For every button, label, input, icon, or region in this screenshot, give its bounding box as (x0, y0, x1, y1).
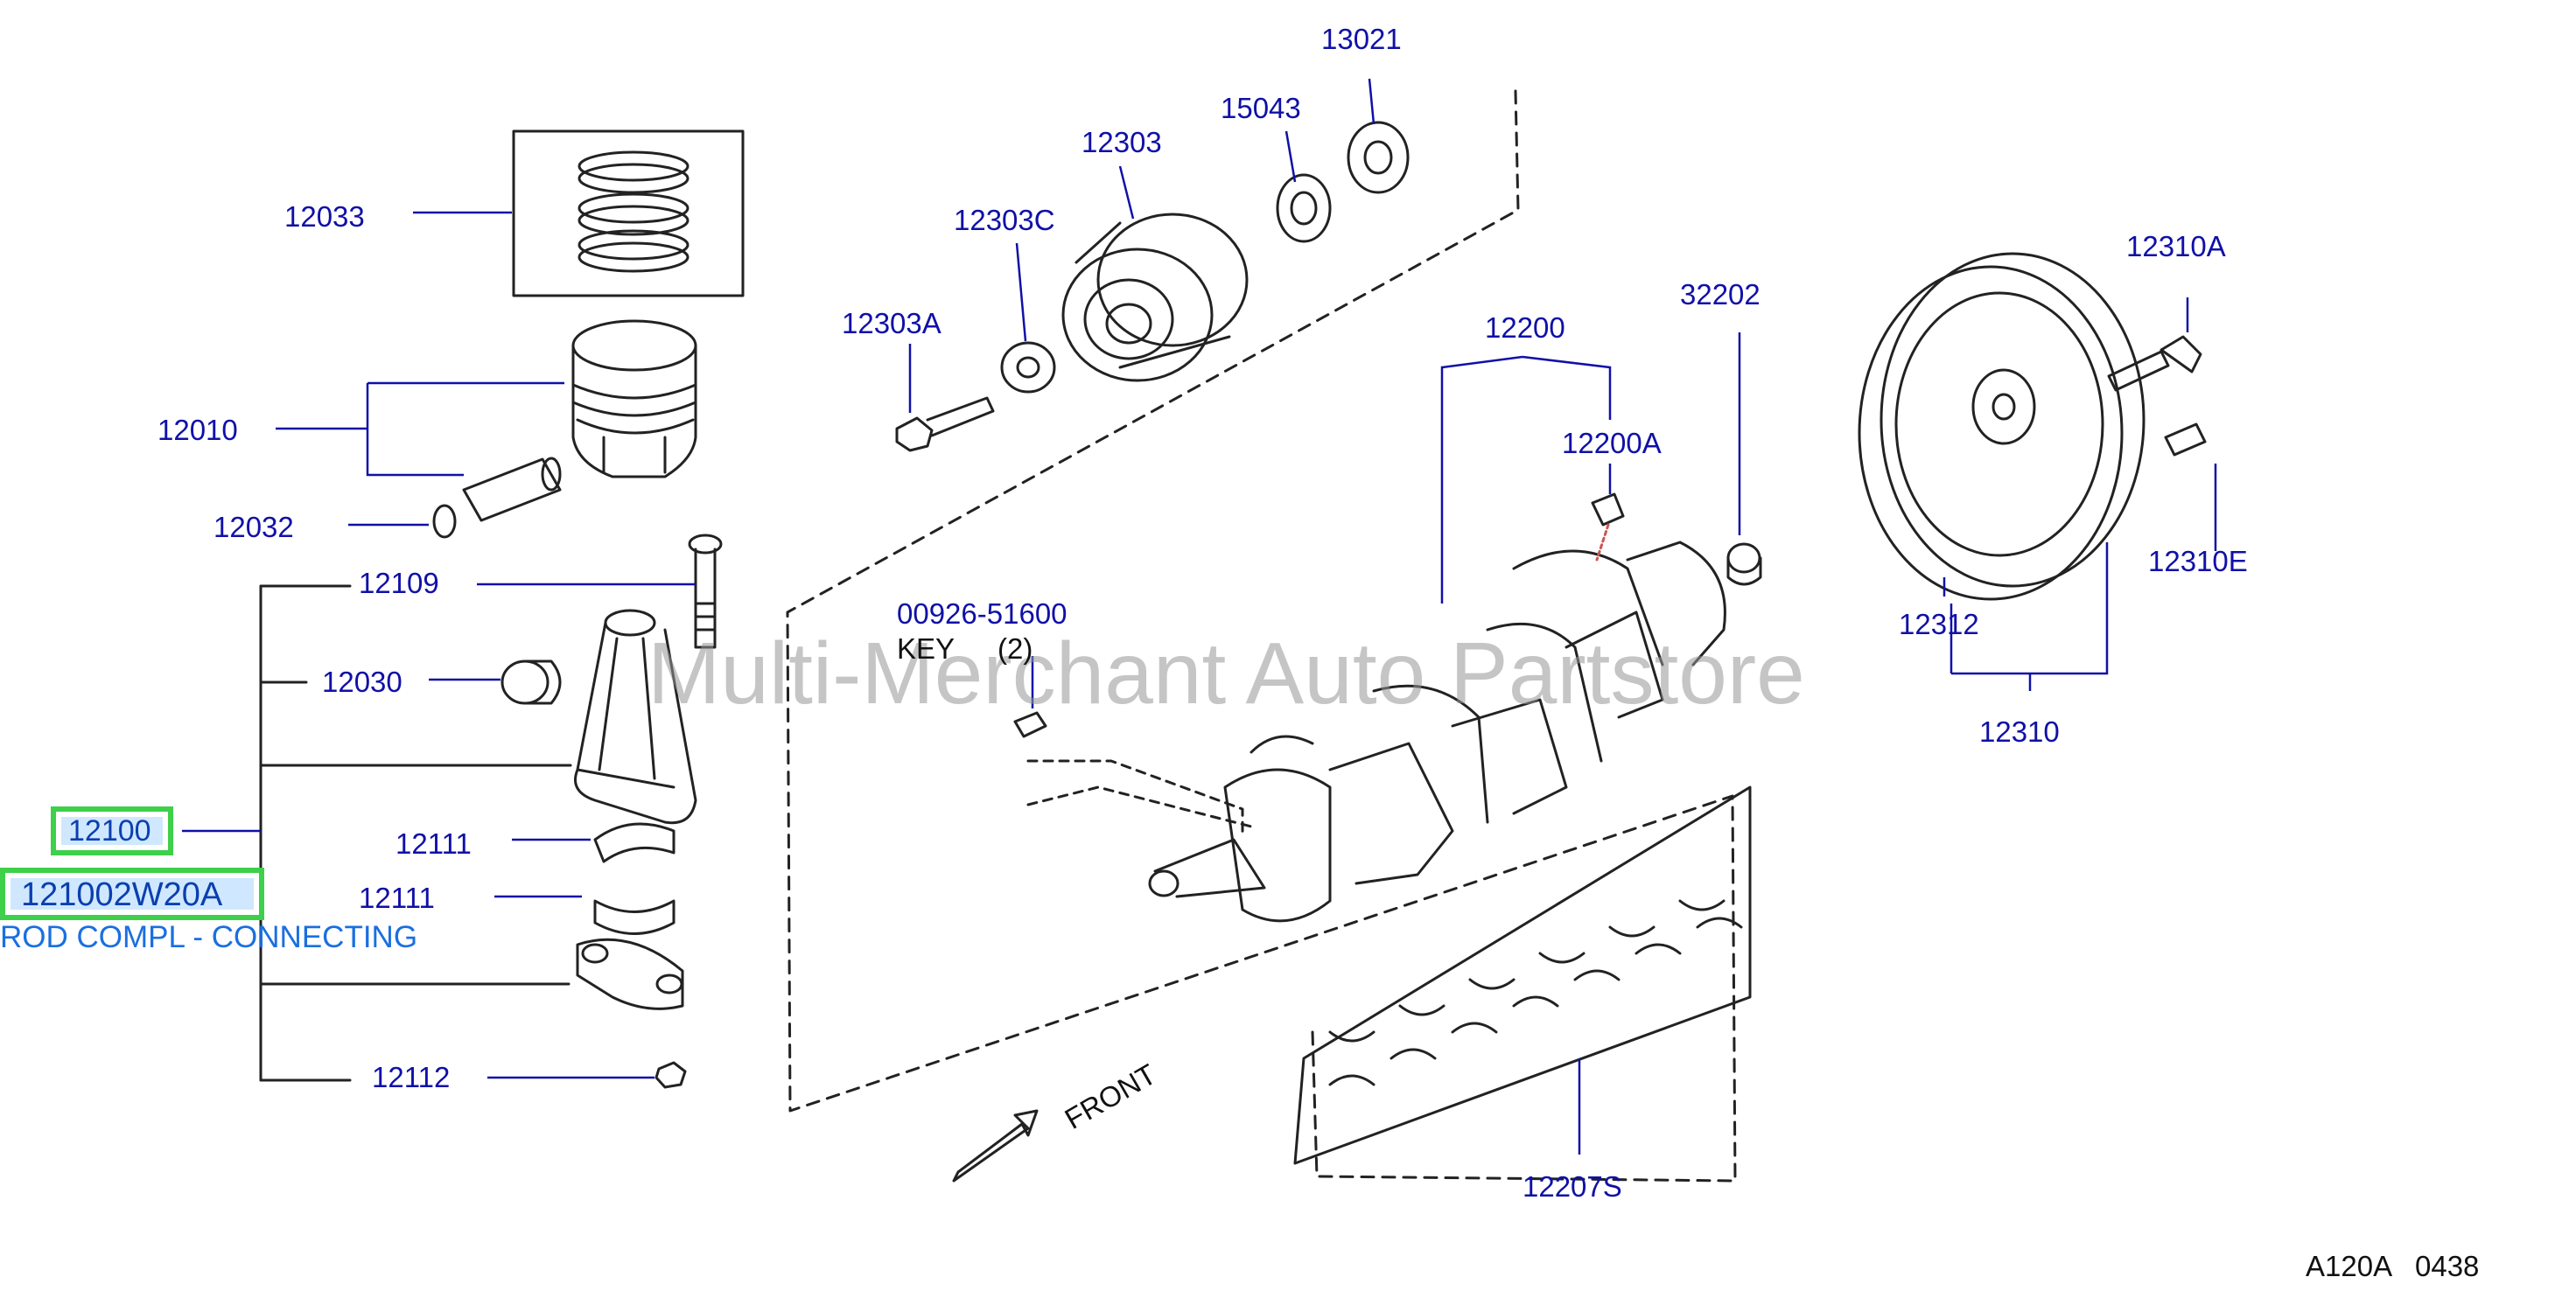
flywheel-bolt-drawing (2107, 335, 2202, 392)
callout-13021[interactable]: 13021 (1321, 23, 1402, 55)
front-arrow (952, 1109, 1039, 1183)
crankshaft-drawing (1148, 541, 1726, 923)
callout-12032[interactable]: 12032 (214, 511, 294, 543)
rod-bearing-upper (593, 822, 676, 863)
callout-12033[interactable]: 12033 (284, 200, 365, 233)
callout-12111-lower[interactable]: 12111 (359, 882, 435, 914)
callout-12310[interactable]: 12310 (1979, 715, 2060, 748)
main-bearing-box (1293, 785, 1752, 1165)
main-bearings-drawing (1328, 899, 1743, 1086)
highlight-fill (61, 817, 163, 845)
rod-bolt-drawing (688, 534, 723, 649)
dashed-frame (786, 89, 1737, 1183)
connecting-rod-drawing (574, 609, 697, 825)
dowel-drawing (2164, 422, 2207, 457)
callout-12303c[interactable]: 12303C (954, 204, 1055, 236)
pulley-bolt-drawing (895, 396, 995, 452)
callout-12112[interactable]: 12112 (372, 1061, 451, 1093)
piston-drawing (571, 319, 697, 478)
callout-12200a[interactable]: 12200A (1562, 427, 1662, 459)
flywheel-drawing (1858, 252, 2146, 601)
callout-32202[interactable]: 32202 (1680, 278, 1760, 311)
pilot-bushing-drawing (1726, 542, 1762, 586)
callout-12303[interactable]: 12303 (1082, 126, 1162, 158)
callout-12207s[interactable]: 12207S (1522, 1170, 1622, 1203)
key-drawing (1013, 711, 1047, 738)
plug-drawing (1591, 492, 1625, 527)
rod-nut-drawing (654, 1061, 687, 1089)
callout-12310a[interactable]: 12310A (2126, 230, 2226, 262)
rod-bearing-lower (593, 899, 676, 935)
key-quantity: (2) (998, 632, 1033, 665)
bushing-drawing (500, 659, 562, 705)
pulley-washer-drawing (1000, 341, 1056, 394)
sprocket-15043-drawing (1276, 173, 1332, 243)
callout-15043[interactable]: 15043 (1221, 92, 1301, 124)
rod-cap-drawing (576, 938, 684, 1010)
piston-rings-drawing (578, 150, 690, 273)
callout-12310e[interactable]: 12310E (2148, 545, 2248, 577)
callout-12111-upper[interactable]: 12111 (396, 827, 472, 860)
highlight-part-number[interactable]: 12100 (68, 814, 151, 848)
sprocket-13021-drawing (1347, 121, 1410, 194)
callout-12312[interactable]: 12312 (1899, 608, 1979, 640)
key-label: KEY (897, 632, 956, 665)
leader-lines (182, 78, 2217, 1155)
piston-ring-box (512, 129, 745, 297)
snap-ring-drawing (432, 504, 457, 539)
callout-12030[interactable]: 12030 (322, 666, 402, 698)
diagram-code: A120A (2306, 1250, 2393, 1282)
callout-00926-51600[interactable]: 00926-51600 (897, 597, 1068, 630)
callout-12303a[interactable]: 12303A (842, 307, 942, 339)
highlight-catalog-fill (10, 878, 254, 910)
callout-12109[interactable]: 12109 (359, 567, 439, 599)
piston-pin-drawing (462, 457, 562, 522)
highlight-part-number-box[interactable]: 12100 (51, 806, 173, 855)
highlight-description[interactable]: ROD COMPL - CONNECTING (0, 920, 418, 954)
crank-pulley-drawing (1061, 213, 1249, 382)
diagram-seq: 0438 (2415, 1250, 2480, 1282)
highlight-catalog-number[interactable]: 121002W20A (21, 876, 223, 913)
highlight-catalog-number-box[interactable]: 121002W20A (0, 868, 264, 920)
callout-12010[interactable]: 12010 (158, 414, 238, 446)
callout-12200[interactable]: 12200 (1485, 311, 1565, 344)
